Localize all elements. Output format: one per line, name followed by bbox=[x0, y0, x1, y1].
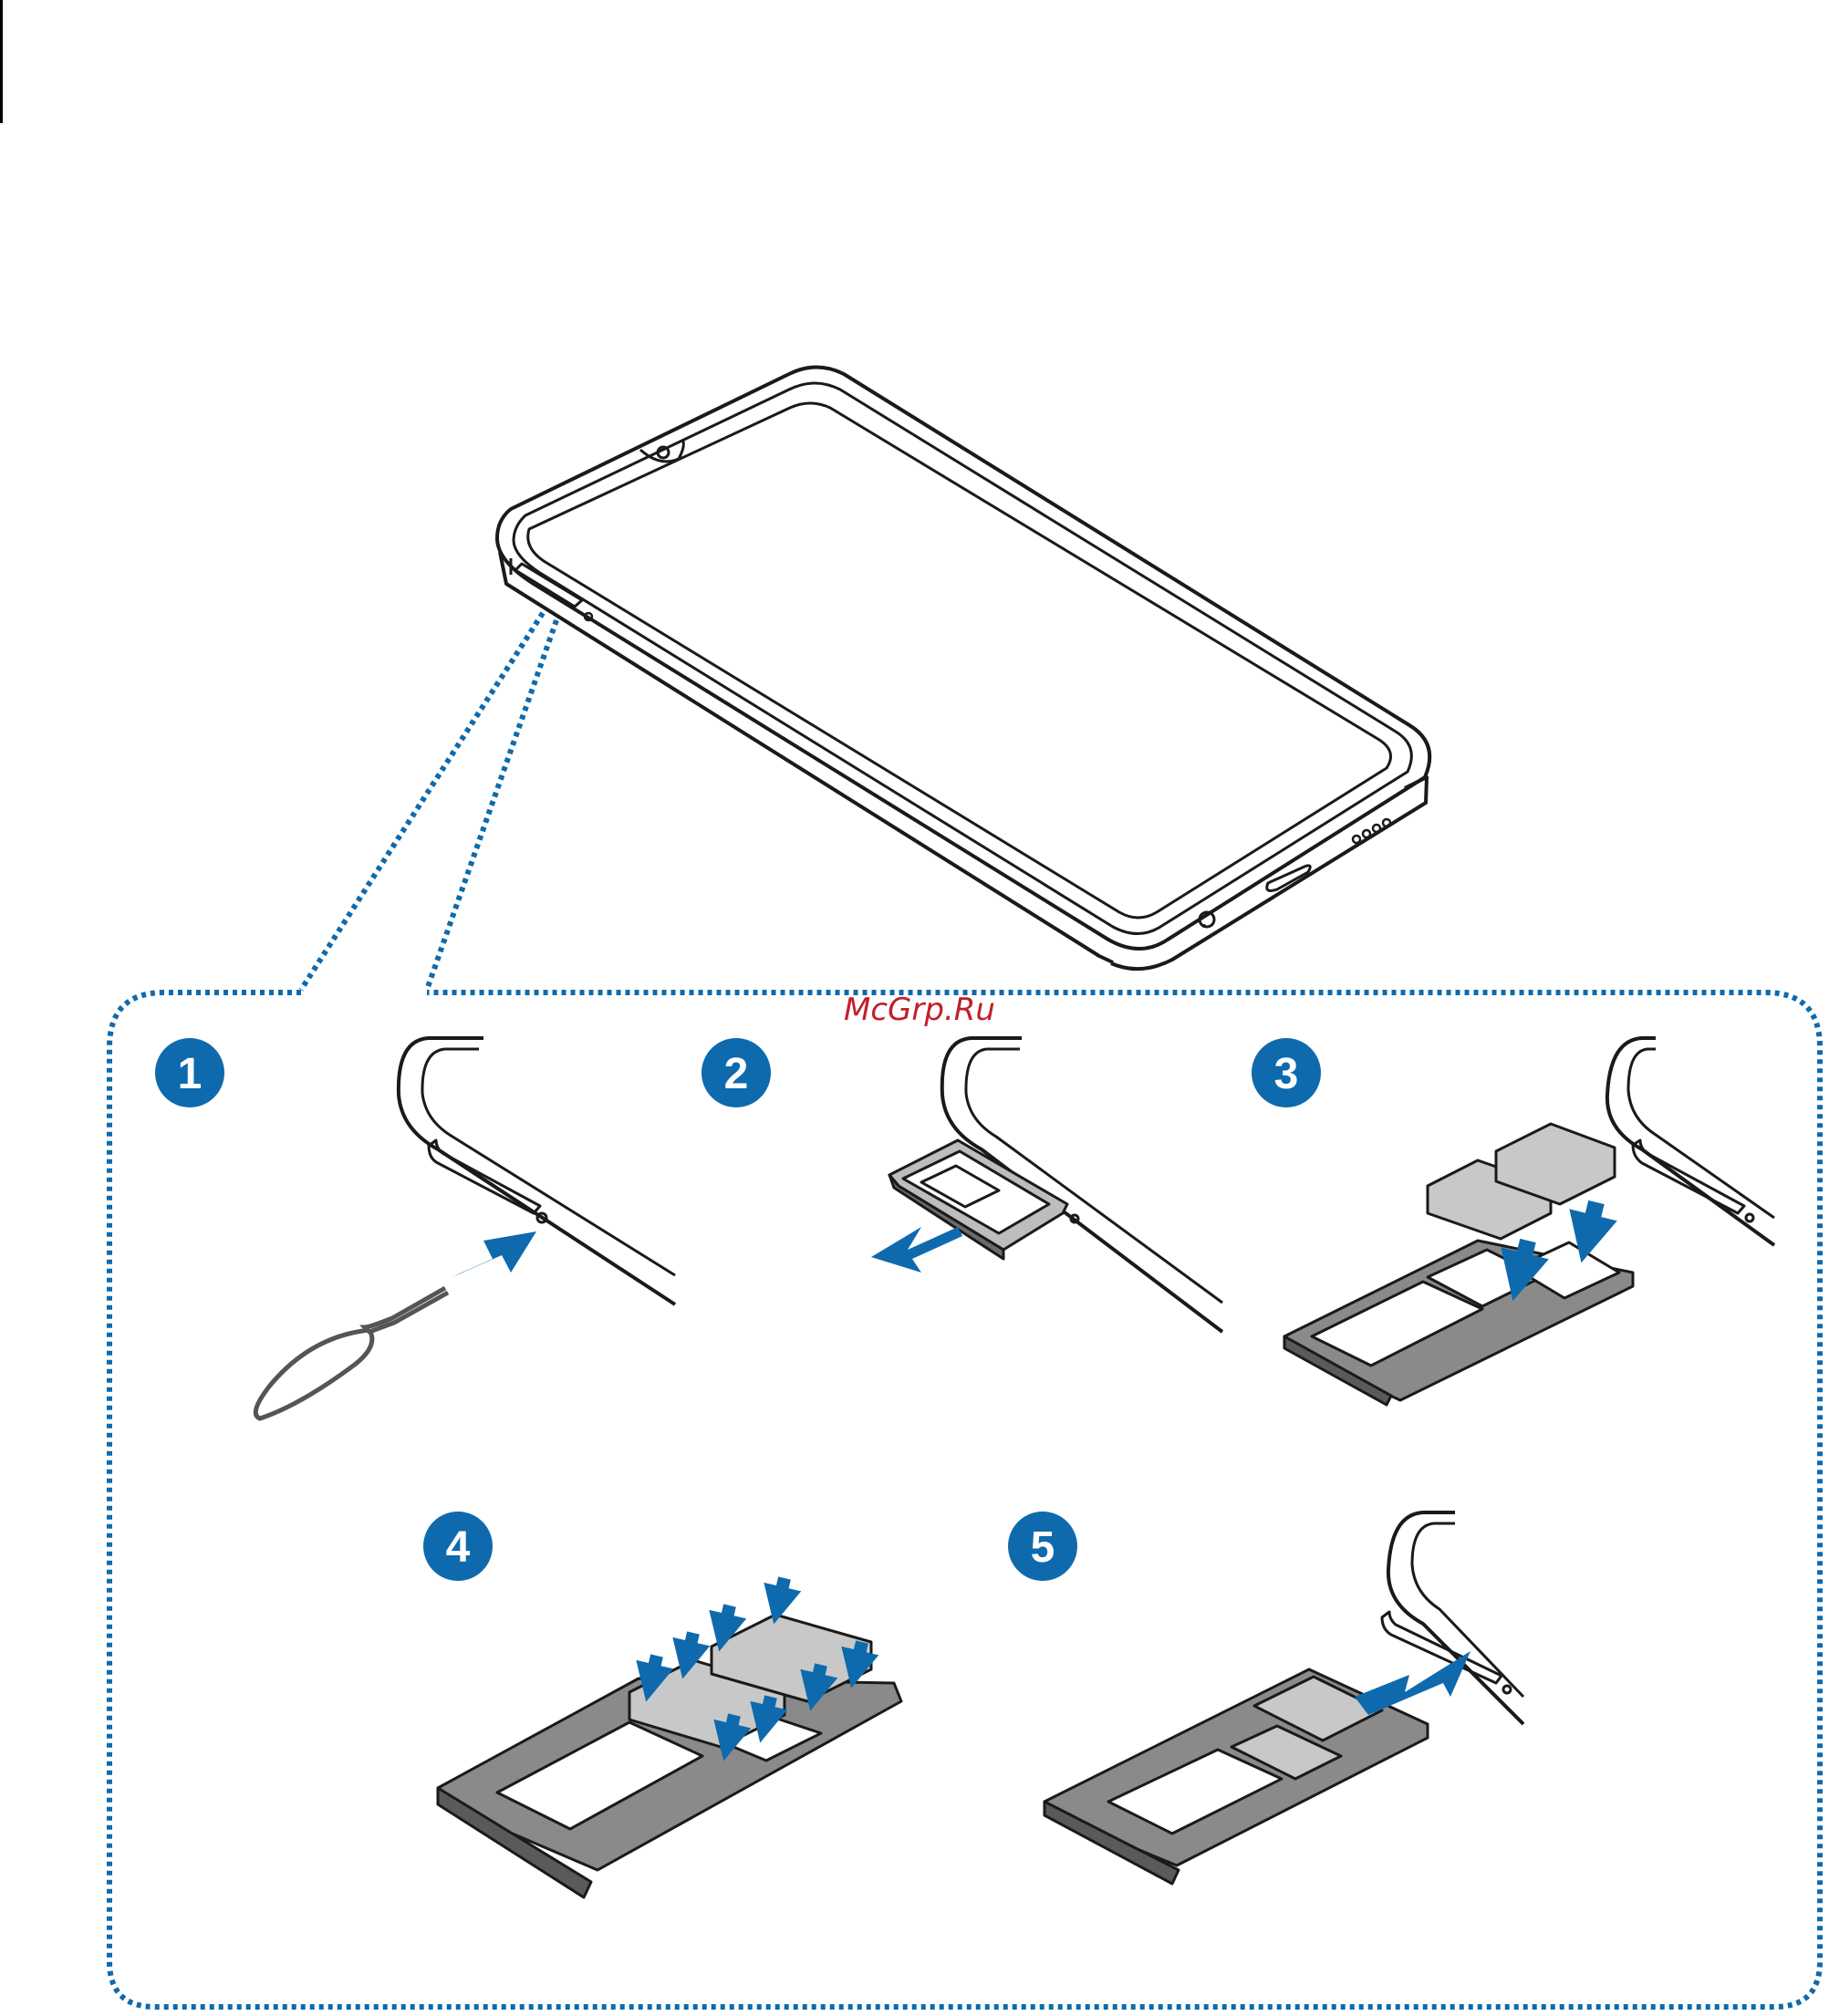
step-1-number: 1 bbox=[178, 1050, 203, 1098]
watermark: McGrp.Ru bbox=[844, 992, 995, 1028]
step-4-number: 4 bbox=[446, 1523, 471, 1572]
arrow-icon bbox=[1355, 1651, 1470, 1715]
step-3-panel: 3 bbox=[1252, 1038, 1774, 1405]
step-3-number: 3 bbox=[1274, 1050, 1299, 1098]
step-2-badge: 2 bbox=[701, 1038, 771, 1107]
phone-corner-1 bbox=[399, 1038, 675, 1304]
sim-tray bbox=[889, 1140, 1067, 1259]
step-4-badge: 4 bbox=[423, 1512, 493, 1581]
arrow-icon bbox=[871, 1227, 962, 1273]
step-1-panel: 1 bbox=[155, 1038, 675, 1418]
step-1-badge: 1 bbox=[155, 1038, 224, 1107]
sim-tray bbox=[1284, 1241, 1633, 1405]
page-corner-mark bbox=[0, 0, 3, 123]
step-2-number: 2 bbox=[724, 1050, 749, 1098]
sim-ejection-pin-icon bbox=[255, 1288, 448, 1418]
step-3-badge: 3 bbox=[1252, 1038, 1321, 1107]
arrow-icon bbox=[452, 1231, 536, 1277]
speaker-holes bbox=[1353, 819, 1390, 843]
step-5-badge: 5 bbox=[1008, 1512, 1077, 1581]
zoom-connector bbox=[301, 613, 556, 990]
step-2-panel: 2 bbox=[701, 1038, 1222, 1332]
step-5-number: 5 bbox=[1031, 1523, 1055, 1572]
step-4-panel: 4 bbox=[423, 1512, 901, 1897]
phone-outline bbox=[497, 368, 1429, 970]
step-5-panel: 5 bbox=[1008, 1512, 1523, 1884]
